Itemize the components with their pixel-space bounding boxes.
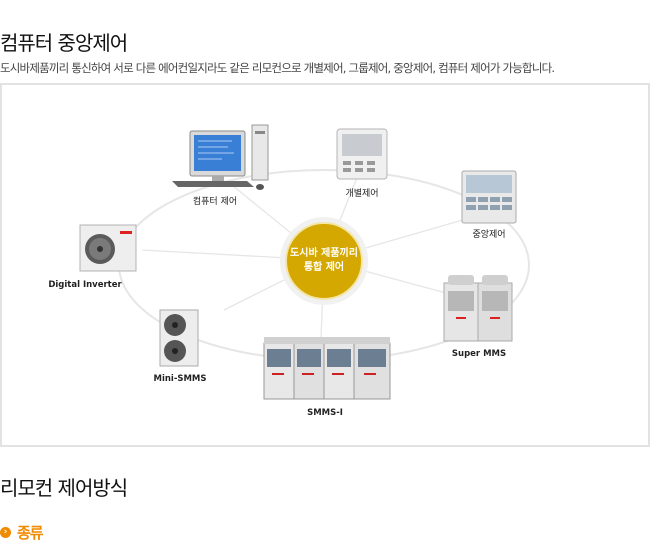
subheading-label: 종류	[17, 524, 44, 542]
arrow-right-circle-icon: ›	[0, 527, 11, 538]
page-description: 도시바제품끼리 통신하여 서로 다른 에어컨일지라도 같은 리모컨으로 개별제어…	[0, 61, 555, 75]
label-individual-control: 개별제어	[345, 189, 379, 199]
section-title: 리모컨 제어방식	[0, 476, 128, 500]
label-computer-control: 컴퓨터 제어	[192, 197, 238, 207]
control-diagram: 도시바 제품끼리 통합 제어 컴퓨터 제어 개별제어 중앙제어 Digital …	[0, 83, 650, 447]
digital-inverter-unit	[79, 224, 137, 272]
label-digital-inverter: Digital Inverter	[48, 280, 122, 290]
page-title: 컴퓨터 중앙제어	[0, 31, 128, 55]
diagram-graphics	[79, 124, 530, 400]
label-super-mms: Super MMS	[451, 349, 507, 359]
individual-remote-device	[336, 128, 388, 180]
computer-device	[172, 124, 269, 190]
mini-smms-unit	[159, 309, 199, 367]
central-controller-device	[461, 170, 517, 224]
super-mms-unit	[443, 275, 513, 342]
label-mini-smms: Mini-SMMS	[153, 374, 207, 384]
label-central-control: 중앙제어	[472, 230, 506, 240]
smms-i-unit	[263, 337, 391, 400]
subheading: › 종류	[0, 522, 44, 543]
label-smms-i: SMMS-I	[307, 408, 343, 418]
center-hub-label: 도시바 제품끼리 통합 제어	[290, 248, 358, 273]
